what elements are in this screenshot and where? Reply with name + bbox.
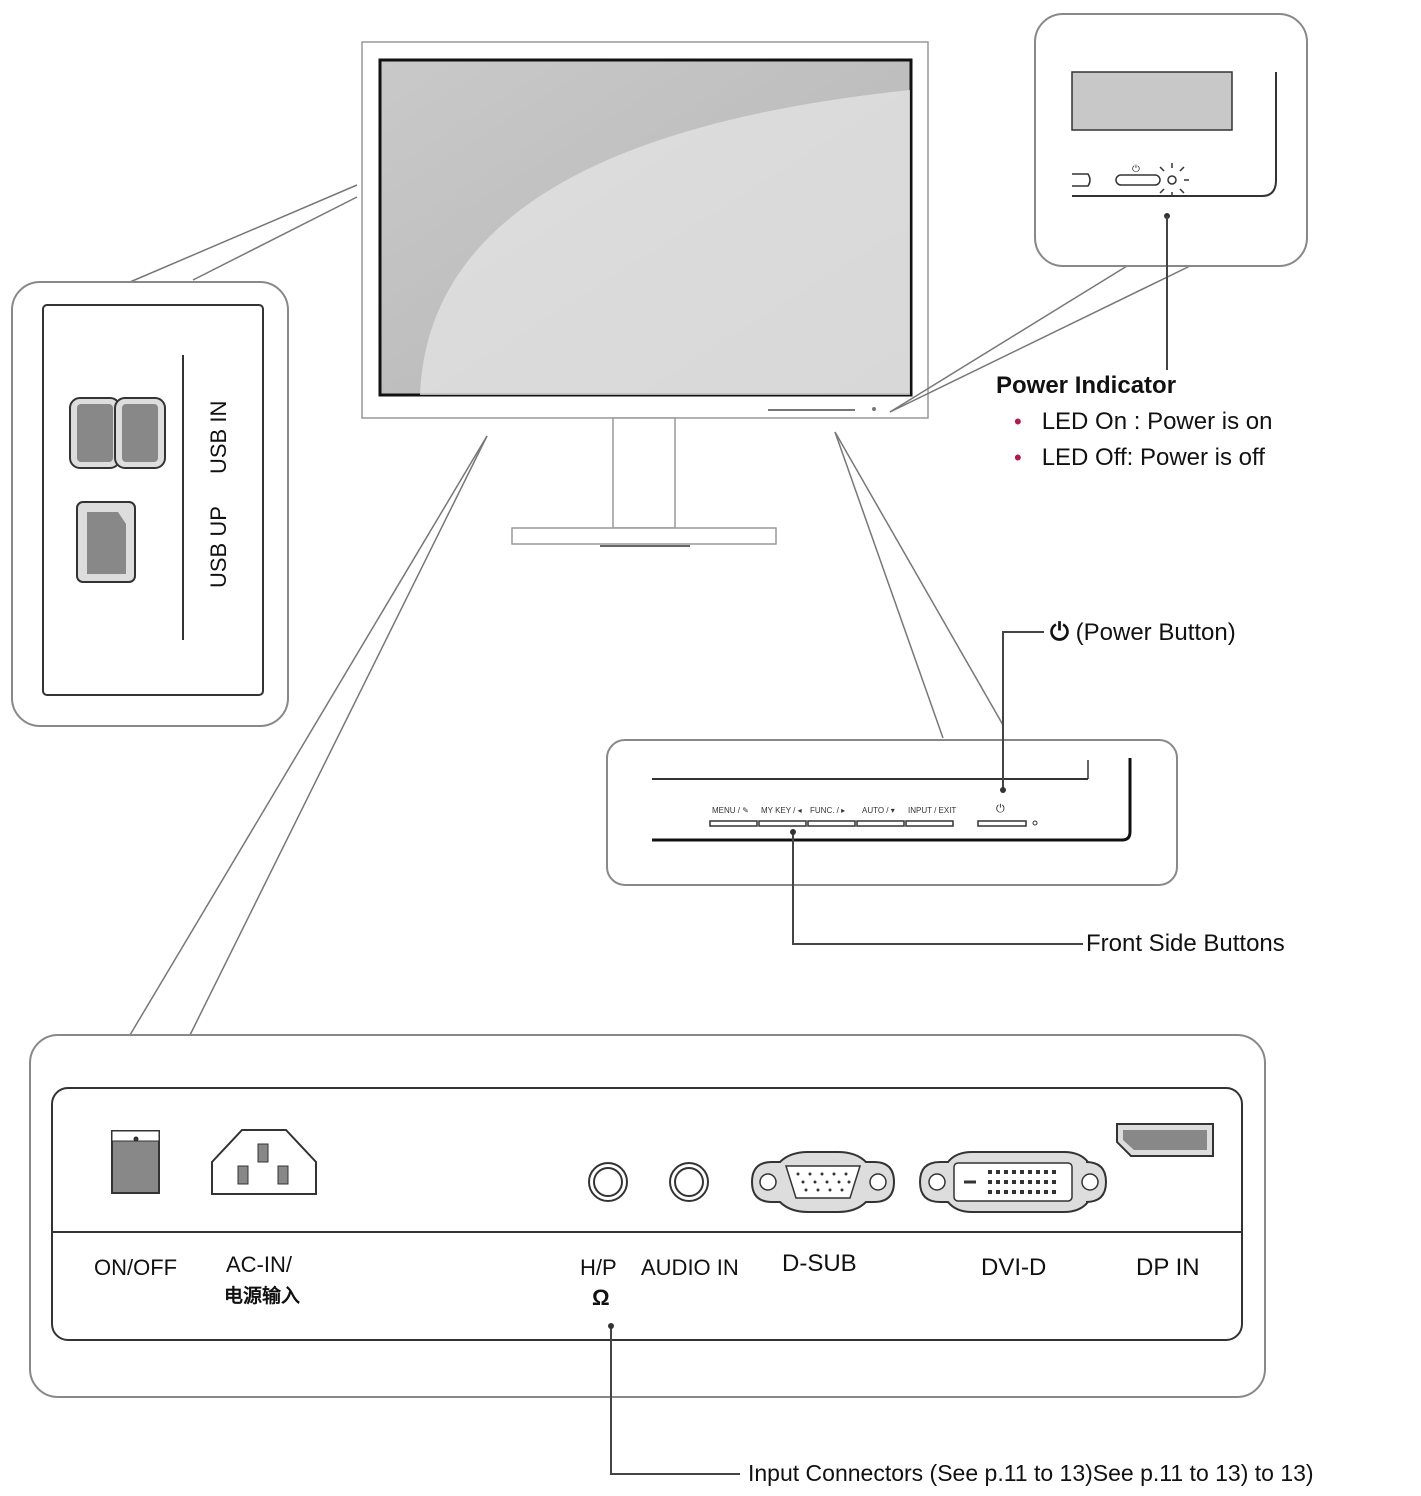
hp-label: H/P	[580, 1255, 617, 1280]
power-indicator-item-text: LED On : Power is on	[1041, 408, 1273, 435]
usb-up-label: USB UP	[206, 506, 231, 588]
ac-in-label: AC-IN/	[226, 1252, 292, 1277]
led-glow	[1159, 163, 1189, 197]
callout-lines	[129, 184, 1191, 1036]
svg-text:⏻: ⏻	[996, 802, 1005, 815]
front-key-label: MENU / ✎	[712, 806, 749, 815]
power-indicator-item: • LED On : Power is on	[1014, 408, 1272, 436]
front-key-label: FUNC. / ▸	[810, 806, 845, 815]
input-exit-button[interactable]	[905, 820, 954, 827]
power-indicator-panel: ⏻	[1034, 13, 1308, 370]
bullet-icon: •	[1014, 445, 1022, 470]
power-button-callout: ⏻ (Power Button)	[1050, 618, 1236, 647]
dvi-d-label: DVI-D	[981, 1254, 1047, 1281]
ac-inlet-port	[211, 1129, 317, 1195]
headphone-jack	[588, 1162, 628, 1202]
usb-in-port	[69, 397, 121, 469]
front-side-buttons-label: Front Side Buttons	[1086, 930, 1285, 957]
audio-in-jack	[669, 1162, 709, 1202]
d-sub-port	[750, 1151, 896, 1213]
d-sub-label: D-SUB	[782, 1250, 857, 1277]
displayport-port	[1116, 1123, 1214, 1157]
power-indicator-item-text: LED Off: Power is off	[1041, 444, 1265, 471]
usb-panel	[11, 281, 289, 727]
power-button[interactable]	[977, 820, 1027, 827]
dvi-d-port	[918, 1151, 1108, 1213]
auto-button[interactable]	[856, 820, 905, 827]
power-icon: ⏻	[1050, 618, 1069, 646]
menu-button[interactable]	[709, 820, 758, 827]
on-off-switch[interactable]	[111, 1130, 160, 1194]
monitor-front	[361, 41, 929, 547]
front-key-label: INPUT / EXIT	[908, 806, 956, 815]
input-connectors-label: Input Connectors (See p.11 to 13)See p.1…	[748, 1460, 1314, 1486]
power-indicator-title: Power Indicator	[996, 372, 1177, 399]
dp-in-label: DP IN	[1136, 1254, 1200, 1281]
front-key-label: MY KEY / ◂	[761, 806, 802, 815]
usb-up-port	[76, 501, 136, 583]
my-key-button[interactable]	[758, 820, 807, 827]
ac-in-cn-label: 电源输入	[224, 1285, 301, 1307]
on-off-label: ON/OFF	[94, 1255, 178, 1280]
usb-in-label: USB IN	[206, 400, 231, 474]
front-key-label: AUTO / ▾	[862, 806, 895, 815]
power-indicator-item: • LED Off: Power is off	[1014, 444, 1265, 472]
svg-text:⏻: ⏻	[1132, 164, 1140, 175]
power-button-label: (Power Button)	[1075, 619, 1236, 646]
rear-panel	[29, 1034, 1266, 1398]
usb-in-port	[114, 397, 166, 469]
bullet-icon: •	[1014, 409, 1022, 434]
front-button-panel: MENU / ✎ MY KEY / ◂ FUNC. / ▸ AUTO / ▾ I…	[606, 739, 1178, 886]
func-button[interactable]	[807, 820, 856, 827]
headphone-icon: Ω	[592, 1285, 610, 1310]
audio-in-label: AUDIO IN	[641, 1255, 739, 1280]
